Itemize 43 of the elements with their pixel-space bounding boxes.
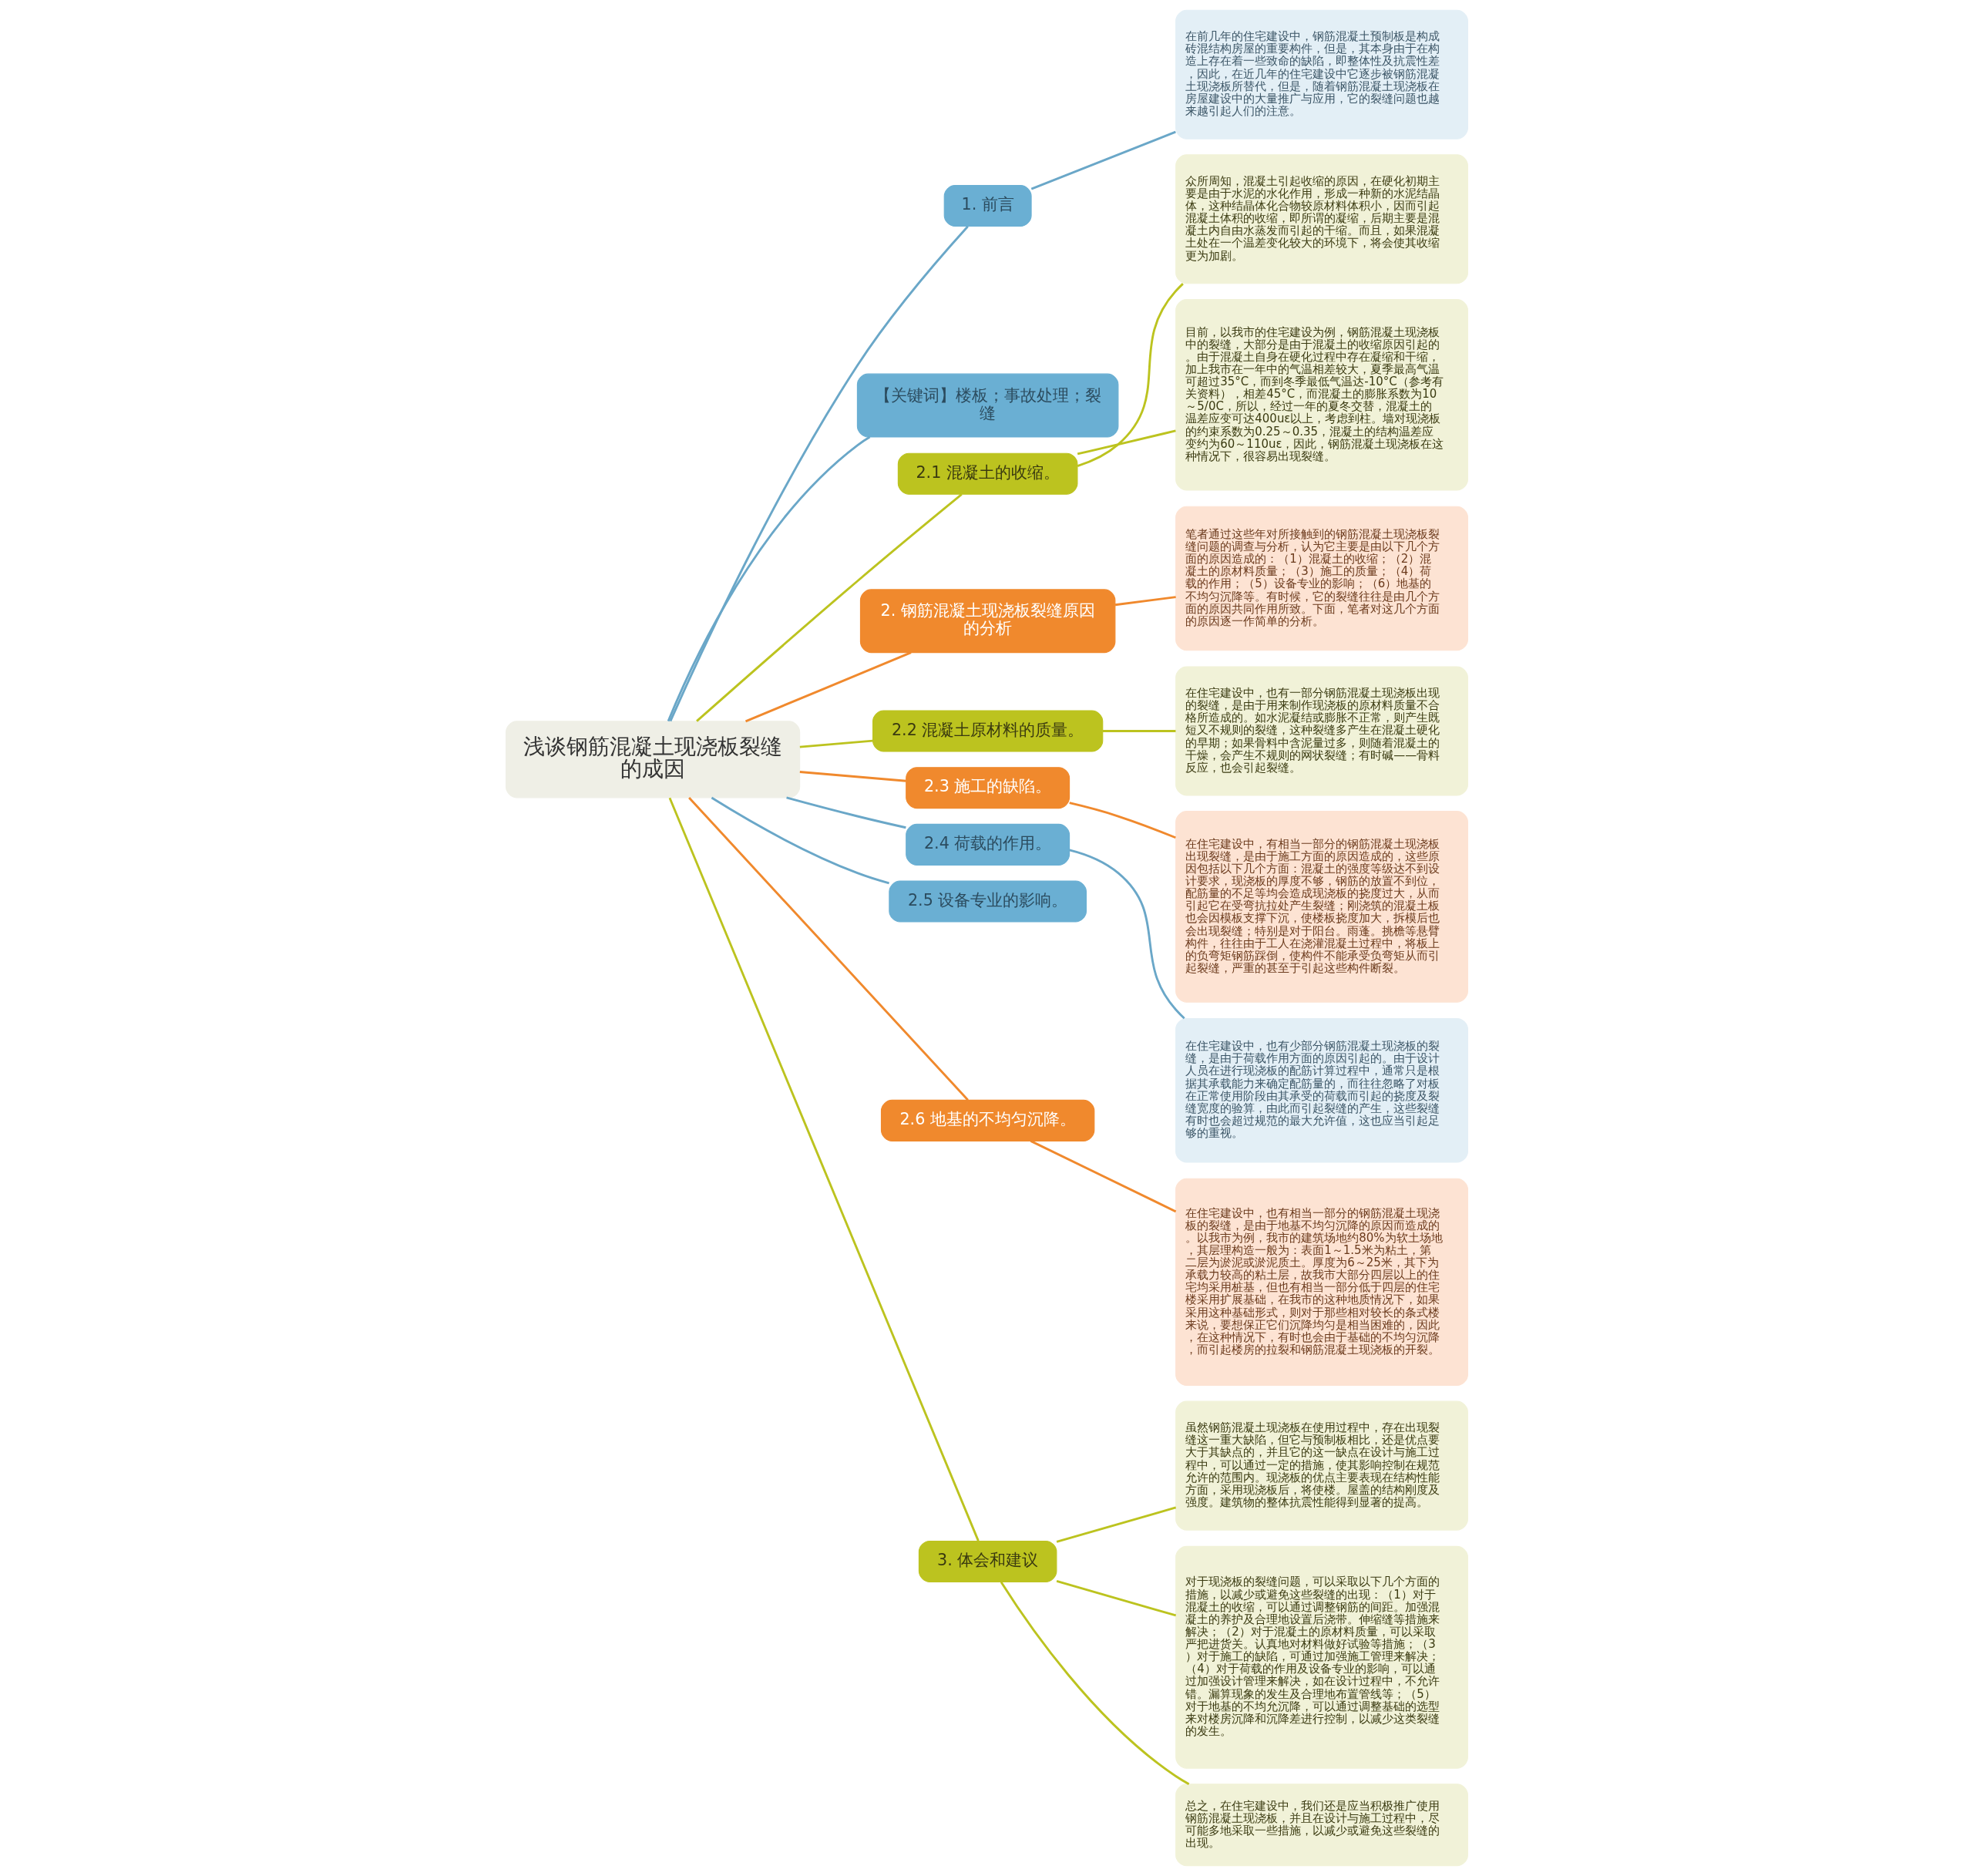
- connector: [1114, 596, 1176, 607]
- connector: [799, 739, 872, 748]
- node-box: 对于现浇板的裂缝问题，可以采取以下几个方面的措施，以减少或避免这些裂缝的出现：（1）对于混凝土的收缩，可以通过调整钢筋的间距。加强混凝土的养护及合理地设置后浇带。伸缩缝等措施来解决；（2）对于混凝土的原材料质量，可以采取严把进货关。认真地对材料做好试验等措施；（3）对于施工的缺陷，可通过加强施工管理来解决；（4）对于荷载的作用及设备专业的影响，可以通过加强设计管理来解决，如在设计过程中，不允许错。漏算现象的发生及合理地布置管线等；（5）对于地基的不均允沉降，可以通过调整基础的选型来对楼房沉降和沉降差进行控制，以减少这类裂缝的发生。: [1175, 1545, 1468, 1769]
- connector: [1102, 730, 1175, 732]
- connector: [669, 225, 969, 722]
- connector: [785, 796, 906, 829]
- node-box: 2.4 荷载的作用。: [905, 823, 1070, 866]
- node-box: 2.6 地基的不均匀沉降。: [880, 1099, 1094, 1141]
- node-box: 众所周知，混凝土引起收缩的原因，在硬化初期主要是由于水泥的水化作用，形成一种新的水泥结晶体，这种结晶体化合物较原材料体积小，因而引起混凝土体积的收缩，即所谓的凝缩，后期主要是混凝土内自由水蒸发而引起的干缩。而且，如果混凝土处在一个温差变化较大的环境下，将会使其收缩更为加剧。: [1175, 154, 1468, 284]
- connector: [1068, 802, 1176, 839]
- node-box: 2.2 混凝土原材料的质量。: [872, 710, 1103, 752]
- node-box: 在住宅建设中，有相当一部分的钢筋混凝土现浇板出现裂缝，是由于施工方面的原因造成的，这些原因包括以下几个方面：混凝土的强度等级达不到设计要求，现浇板的厚度不够，钢筋的放置不到位，配筋量的不足等均会造成现浇板的挠度过大，从而引起它在受弯抗拉处产生裂缝；刚浇筑的混凝土板也会因模板支撑下沉，使楼板挠度加大，拆模后也会出现裂缝；特别是对于阳台。雨蓬。挑檐等悬臂构件，往往由于工人在浇灌混凝土过程中，将板上的负弯矩钢筋踩倒，使构件不能承受负弯矩从而引起裂缝，严重的甚至于引起这些构件断裂。: [1175, 811, 1468, 1003]
- node-box: 2.1 混凝土的收缩。: [897, 452, 1077, 495]
- node-box: 3. 体会和建议: [918, 1540, 1057, 1582]
- connector: [799, 771, 906, 782]
- connector: [711, 796, 889, 885]
- connector: [1000, 1581, 1189, 1786]
- node-box: 在住宅建设中，也有相当一部分的钢筋混凝土现浇板的裂缝，是由于地基不均匀沉降的原因而造成的。以我市为例，我市的建筑场地约80%为软土场地，其层理构造一般为：表面1～1.5米为粘土，第二层为淤泥或淤泥质土。厚度为6～25米，其下为承载力较高的粘土层，故我市大部分四层以上的住宅均采用桩基，但也有相当一部分低于四层的住宅楼采用扩展基础，在我市的这种地质情况下，如果采用这种基础形式，则对于那些相对较长的条式楼来说，要想保正它们沉降均匀是相当困难的，因此，在这种情况下，有时也会由于基础的不均匀沉降，而引起楼房的拉裂和钢筋混凝土现浇板的开裂。: [1175, 1178, 1468, 1386]
- connector: [744, 651, 912, 723]
- connector: [668, 797, 980, 1541]
- connector: [1056, 1506, 1176, 1543]
- connector: [687, 797, 969, 1101]
- node-box: 在住宅建设中，也有一部分钢筋混凝土现浇板出现的裂缝，是由于用来制作现浇板的原材料质量不合格所造成的。如水泥凝结或膨胀不正常，则产生既短又不规则的裂缝，这种裂缝多产生在混凝土硬化的早期；如果骨料中含泥量过多，则随着混凝土的干燥，会产生不规则的网状裂缝；有时碱——骨料反应，也会引起裂缝。: [1175, 666, 1468, 796]
- node-box: 虽然钢筋混凝土现浇板在使用过程中，存在出现裂缝这一重大缺陷，但它与预制板相比，还是优点要大于其缺点的，并且它的这一缺点在设计与施工过程中，可以通过一定的措施，使其影响控制在规范允许的范围内。现浇板的优点主要表现在结构性能方面，采用现浇板后，将使楼。屋盖的结构刚度及强度。建筑物的整体抗震性能得到显著的提高。: [1175, 1400, 1468, 1531]
- connector: [1030, 1140, 1176, 1213]
- node-box: 2.3 施工的缺陷。: [905, 767, 1070, 809]
- node-box: 【关键词】楼板；事故处理；裂缝: [856, 373, 1118, 438]
- node-box: 在住宅建设中，也有少部分钢筋混凝土现浇板的裂缝，是由于荷载作用方面的原因引起的。由于设计人员在进行现浇板的配筋计算过程中，通常只是根据其承载能力来确定配筋量的，而往往忽略了对板在正常使用阶段由其承受的荷载而引起的挠度及裂缝宽度的验算，由此而引起裂缝的产生，这些裂缝有时也会超过规范的最大允许值，这也应当引起足够的重视。: [1175, 1017, 1468, 1163]
- node-box: 笔者通过这些年对所接触到的钢筋混凝土现浇板裂缝问题的调查与分析，认为它主要是由以下几个方面的原因造成的：（1）混凝土的收缩；（2）混凝土的原材料质量；（3）施工的质量；（4）荷载的作用；（5）设备专业的影响；（6）地基的不均匀沉降等。有时候，它的裂缝往往是由几个方面的原因共同作用所致。下面，笔者对这几个方面的原因逐一作简单的分析。: [1175, 506, 1468, 651]
- node-box: 2.5 设备专业的影响。: [888, 880, 1087, 923]
- connector: [695, 493, 963, 722]
- connector: [667, 435, 870, 722]
- connector: [1030, 130, 1176, 190]
- node-box: 目前，以我市的住宅建设为例，钢筋混凝土现浇板中的裂缝，大部分是由于混凝土的收缩原因引起的。由于混凝土自身在硬化过程中存在凝缩和干缩，加上我市在一年中的气温相差较大，夏季最高气温可超过35°C，而到冬季最低气温达-10°C（参考有关资料），相差45°C，而混凝土的膨胀系数为10～5/0C，所以，经过一年的夏冬交替，混凝土的温差应变可达400uε以上，考虑到柱。墙对现浇板的约束系数为0.25～0.35，混凝土的结构温差应变约为60～110uε，因此，钢筋混凝土现浇板在这种情况下，很容易出现裂缝。: [1175, 298, 1468, 491]
- node-box: 2. 钢筋混凝土现浇板裂缝原因的分析: [859, 589, 1115, 654]
- node-box: 1. 前言: [943, 185, 1032, 227]
- node-box: 在前几年的住宅建设中，钢筋混凝土预制板是构成砖混结构房屋的重要构件，但是，其本身由于在构造上存在着一些致命的缺陷，即整体性及抗震性差，因此，在近几年的住宅建设中它逐步被钢筋混凝土现浇板所替代，但是，随着钢筋混凝土现浇板在房屋建设中的大量推广与应用，它的裂缝问题也越来越引起人们的注意。: [1175, 9, 1468, 140]
- connector: [1077, 283, 1184, 467]
- connector: [1056, 1580, 1176, 1617]
- connector: [1068, 849, 1185, 1020]
- connector: [1077, 429, 1176, 456]
- node-box: 总之，在住宅建设中，我们还是应当积极推广使用钢筋混凝土现浇板，并且在设计与施工过程中，尽可能多地采取一些措施，以减少或避免这些裂缝的出现。: [1175, 1784, 1468, 1867]
- node-box: 浅谈钢筋混凝土现浇板裂缝的成因: [505, 721, 800, 798]
